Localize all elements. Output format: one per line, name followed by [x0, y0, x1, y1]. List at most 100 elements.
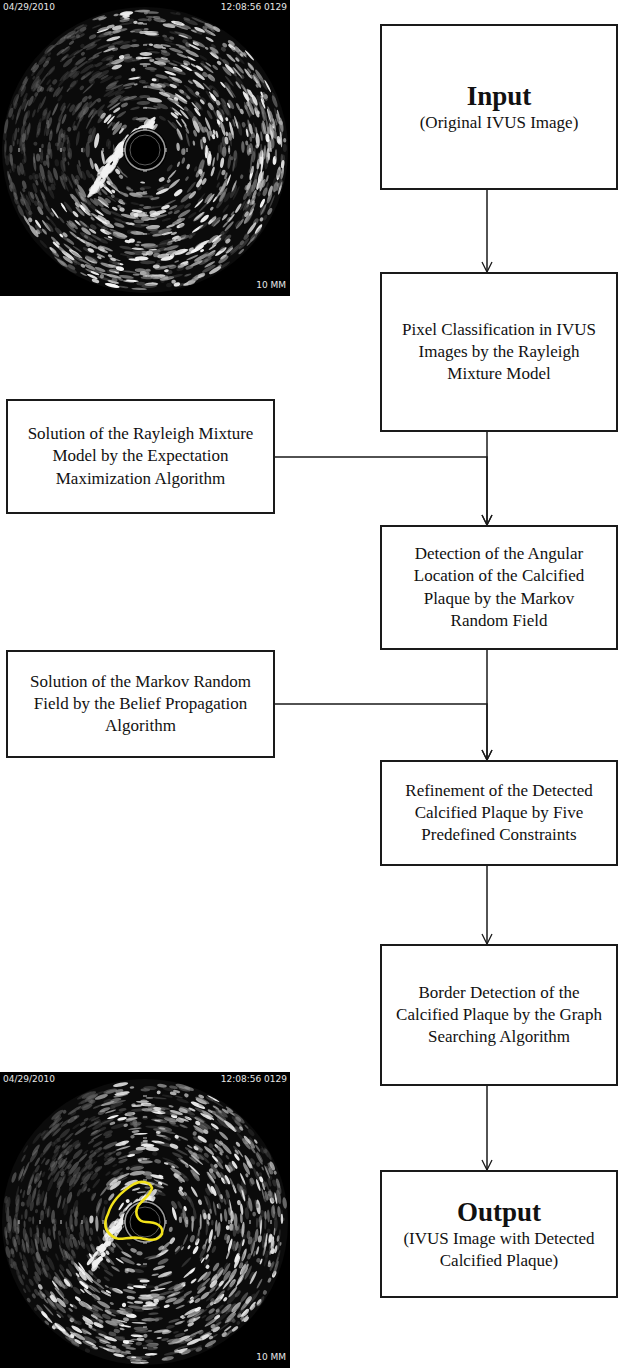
speckle [206, 193, 216, 205]
speckle [58, 1263, 65, 1272]
speckle [27, 210, 33, 216]
speckle [221, 42, 228, 48]
speckle [224, 220, 235, 232]
speckle [184, 273, 192, 277]
speckle [136, 101, 150, 105]
speckle [64, 53, 70, 59]
speckle [229, 243, 242, 255]
speckle [259, 204, 267, 215]
speckle [157, 253, 170, 259]
speckle [174, 1244, 184, 1255]
speckle [226, 53, 237, 63]
speckle [80, 272, 87, 277]
speckle [133, 273, 140, 276]
speckle [143, 106, 158, 109]
speckle [255, 1144, 261, 1152]
speckle [171, 100, 178, 106]
speckle [39, 239, 49, 249]
speckle [64, 264, 78, 275]
speckle [251, 151, 256, 163]
speckle [90, 270, 100, 276]
speckle [111, 122, 117, 128]
scale-tick [143, 213, 147, 214]
speckle [51, 1210, 56, 1224]
scale-tick [187, 148, 188, 152]
speckle [192, 211, 205, 223]
scale-tick [143, 171, 147, 172]
speckle [176, 52, 187, 58]
speckle [155, 57, 171, 64]
speckle [149, 205, 163, 209]
speckle [55, 122, 60, 134]
speckle [32, 1216, 34, 1224]
speckle [202, 83, 211, 92]
speckle [59, 160, 65, 173]
speckle [29, 191, 35, 199]
speckle [93, 259, 98, 263]
speckle [164, 269, 169, 273]
speckle [59, 232, 71, 243]
speckle [33, 142, 37, 146]
speckle [97, 214, 108, 223]
speckle [76, 23, 88, 32]
speckle [71, 250, 82, 259]
speckle [180, 1315, 185, 1319]
speckle [40, 191, 46, 200]
speckle [144, 32, 157, 36]
scan-field [2, 1079, 288, 1365]
speckle [43, 43, 55, 55]
speckle [52, 241, 60, 249]
speckle [9, 169, 12, 174]
speckle [186, 67, 192, 72]
speckle [109, 228, 120, 234]
speckle [46, 117, 53, 129]
speckle [16, 107, 22, 119]
speckle [80, 226, 92, 236]
speckle [185, 264, 194, 271]
speckle [239, 200, 247, 211]
speckle [249, 166, 254, 174]
speckle [37, 56, 47, 67]
speckle [148, 18, 152, 22]
speckle [160, 49, 167, 53]
speckle [171, 217, 186, 227]
speckle [140, 1099, 147, 1103]
speckle [280, 154, 283, 162]
speckle [128, 76, 140, 80]
speckle [238, 248, 245, 255]
scale-tick [143, 276, 147, 277]
speckle [219, 157, 224, 168]
speckle [271, 95, 279, 109]
speckle [140, 63, 151, 65]
speckle [131, 68, 136, 72]
speckle [46, 123, 50, 129]
speckle [153, 44, 164, 49]
speckle [201, 126, 207, 133]
speckle [28, 1217, 32, 1222]
speckle [159, 89, 165, 93]
speckle [119, 274, 134, 279]
speckle [46, 153, 49, 163]
speckle [216, 60, 222, 66]
speckle [224, 63, 235, 75]
speckle [41, 144, 44, 149]
speckle [22, 169, 25, 176]
speckle [157, 1270, 173, 1279]
speckle [234, 1213, 238, 1228]
speckle [195, 92, 202, 99]
speckle [134, 10, 150, 13]
scale-tick [143, 192, 147, 193]
speckle [75, 131, 80, 146]
speckle [140, 260, 155, 264]
speckle [135, 195, 151, 198]
speckle [169, 83, 178, 89]
speckle [241, 141, 245, 153]
speckle [96, 32, 109, 39]
speckle [103, 47, 116, 53]
speckle [215, 131, 219, 139]
speckle [162, 55, 167, 59]
speckle [193, 166, 198, 172]
speckle [227, 39, 236, 47]
speckle [157, 1257, 169, 1266]
speckle [44, 1158, 50, 1166]
